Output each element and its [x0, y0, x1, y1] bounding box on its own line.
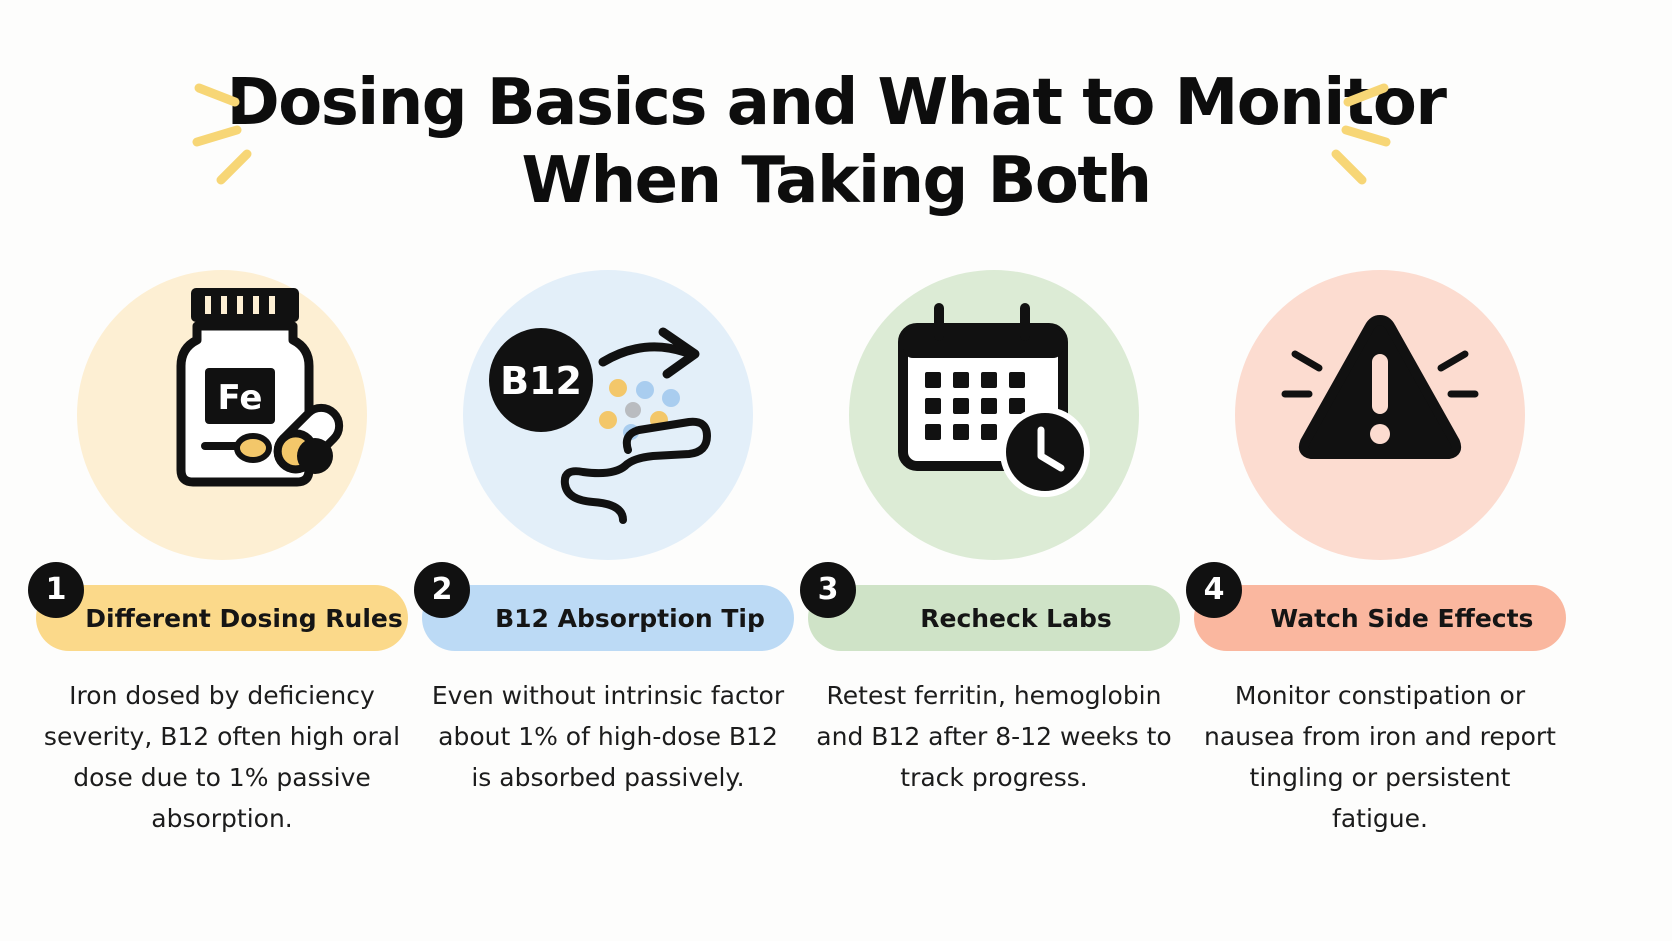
step-3-description: Retest ferritin, hemoglobin and B12 afte…	[816, 681, 1172, 792]
step-2-label-pill: B12 Absorption Tip	[422, 585, 794, 651]
step-4-number-badge: 4	[1186, 562, 1242, 618]
right-spark-icon	[1331, 83, 1391, 185]
step-4-icon-circle	[1235, 270, 1525, 560]
step-card-3: 3 Recheck Labs Retest ferritin, hemoglob…	[800, 270, 1184, 870]
title-line-2: When Taking Both	[521, 144, 1152, 218]
iron-supplement-bottle-icon: Fe	[176, 288, 344, 487]
title-line-1: Dosing Basics and What to Monitor	[226, 66, 1447, 140]
step-1-description: Iron dosed by deficiency severity, B12 o…	[43, 681, 401, 833]
step-2-number-badge: 2	[414, 562, 470, 618]
step-card-4: 4 Watch Side Effects Monitor constipatio…	[1186, 270, 1570, 870]
left-spark-icon	[192, 83, 252, 185]
step-3-icon-circle	[849, 270, 1139, 560]
step-4-label-pill: Watch Side Effects	[1194, 585, 1566, 651]
warning-triangle-icon	[1281, 315, 1479, 459]
calendar-clock-icon	[898, 303, 1090, 497]
b12-absorption-icon: B12	[489, 327, 711, 524]
step-card-2: B12 2 B12 Absorption Tip Even without in…	[414, 270, 798, 870]
step-1-icon-circle: Fe	[77, 270, 367, 560]
step-2-icon-circle: B12	[463, 270, 753, 560]
step-3-number-badge: 3	[800, 562, 856, 618]
step-2-description: Even without intrinsic factor about 1% o…	[431, 681, 785, 792]
step-card-1: Fe 1 Different Dosing Rules Iron dosed b…	[28, 270, 412, 870]
step-1-label-pill: Different Dosing Rules	[36, 585, 408, 651]
page-title: Dosing Basics and What to Monitor When T…	[0, 64, 1672, 220]
step-4-description: Monitor constipation or nausea from iron…	[1204, 681, 1556, 833]
svg-text:Fe: Fe	[218, 378, 263, 418]
step-3-label-pill: Recheck Labs	[808, 585, 1180, 651]
svg-text:B12: B12	[500, 359, 582, 403]
step-1-number-badge: 1	[28, 562, 84, 618]
